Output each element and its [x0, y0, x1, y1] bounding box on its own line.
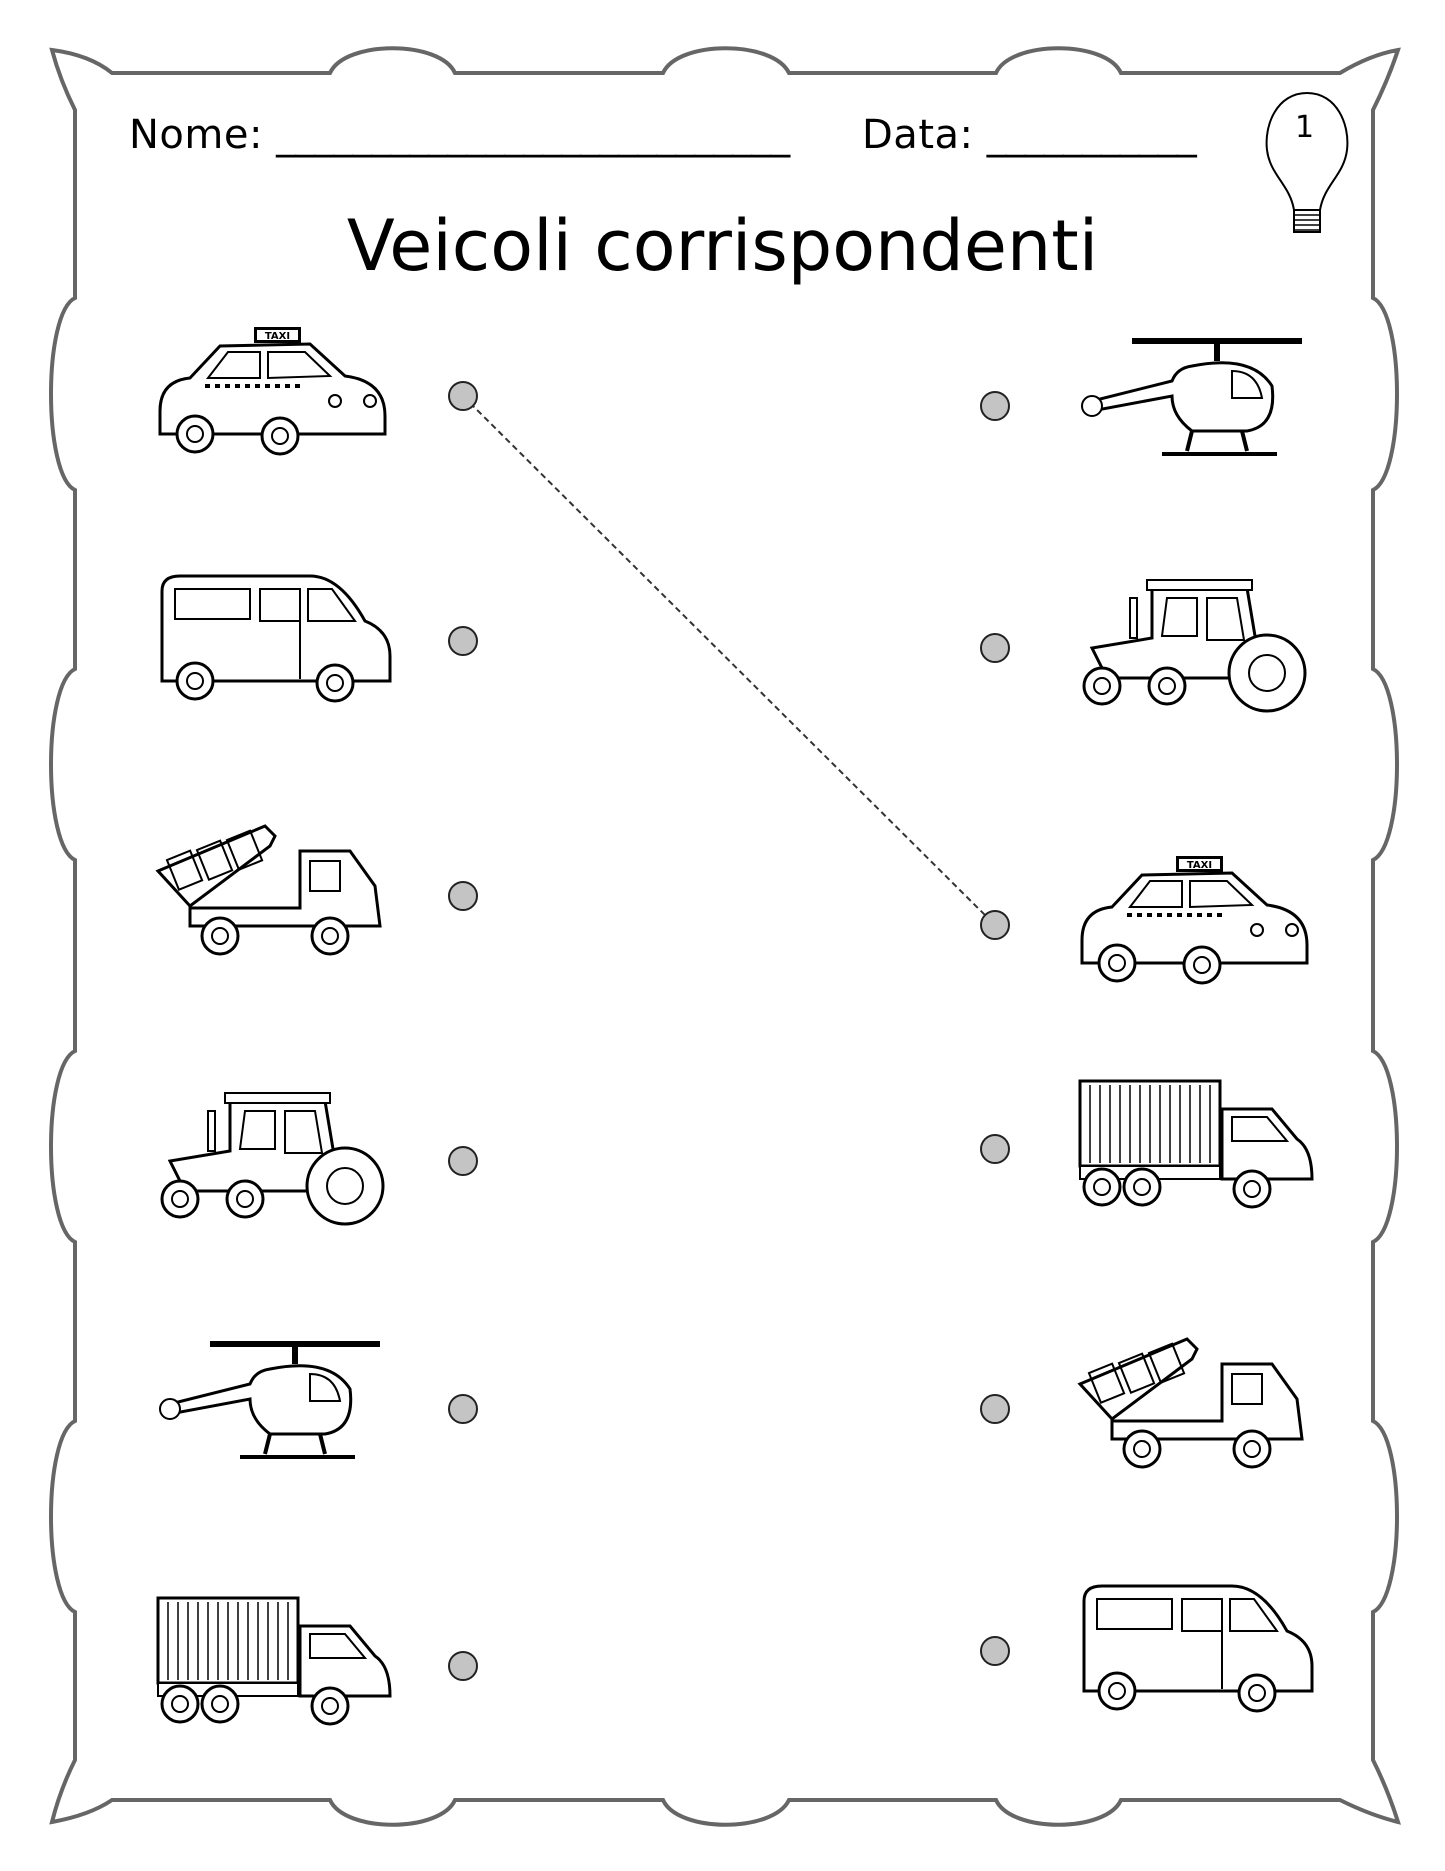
right-dump-truck-icon: [1072, 1329, 1317, 1479]
name-field[interactable]: Nome: ___________________________: [129, 112, 790, 158]
lightbulb-icon: [1265, 91, 1349, 233]
right-helicopter-icon: [1072, 326, 1317, 476]
left-dump-truck-icon: [150, 816, 395, 966]
left-container-truck-icon: [150, 1586, 395, 1736]
right-match-dot-1[interactable]: [980, 391, 1010, 421]
taxi-roof-sign-right: TAXI: [1177, 857, 1222, 871]
left-match-dot-3[interactable]: [448, 881, 478, 911]
date-blank-line[interactable]: ___________: [986, 112, 1197, 158]
left-match-dot-5[interactable]: [448, 1394, 478, 1424]
right-match-dot-4[interactable]: [980, 1134, 1010, 1164]
date-label: Data:: [862, 112, 974, 158]
left-match-dot-4[interactable]: [448, 1146, 478, 1176]
name-blank-line[interactable]: ___________________________: [276, 112, 790, 158]
right-match-dot-3[interactable]: [980, 910, 1010, 940]
right-van-icon: [1072, 1571, 1317, 1721]
left-match-dot-1[interactable]: [448, 381, 478, 411]
right-container-truck-icon: [1072, 1069, 1317, 1219]
right-match-dot-6[interactable]: [980, 1636, 1010, 1666]
left-tractor-icon: [150, 1081, 395, 1231]
right-match-dot-5[interactable]: [980, 1394, 1010, 1424]
right-match-dot-2[interactable]: [980, 633, 1010, 663]
left-van-icon: [150, 561, 395, 711]
date-field[interactable]: Data: ___________: [862, 112, 1197, 158]
taxi-roof-sign-left: TAXI: [255, 328, 300, 342]
left-match-dot-6[interactable]: [448, 1651, 478, 1681]
left-helicopter-icon: [150, 1329, 395, 1479]
page-title: Veicoli corrispondenti: [346, 205, 1099, 287]
page-number: 1: [1295, 110, 1315, 145]
right-tractor-icon: [1072, 568, 1317, 718]
name-label: Nome:: [129, 112, 263, 158]
left-match-dot-2[interactable]: [448, 626, 478, 656]
